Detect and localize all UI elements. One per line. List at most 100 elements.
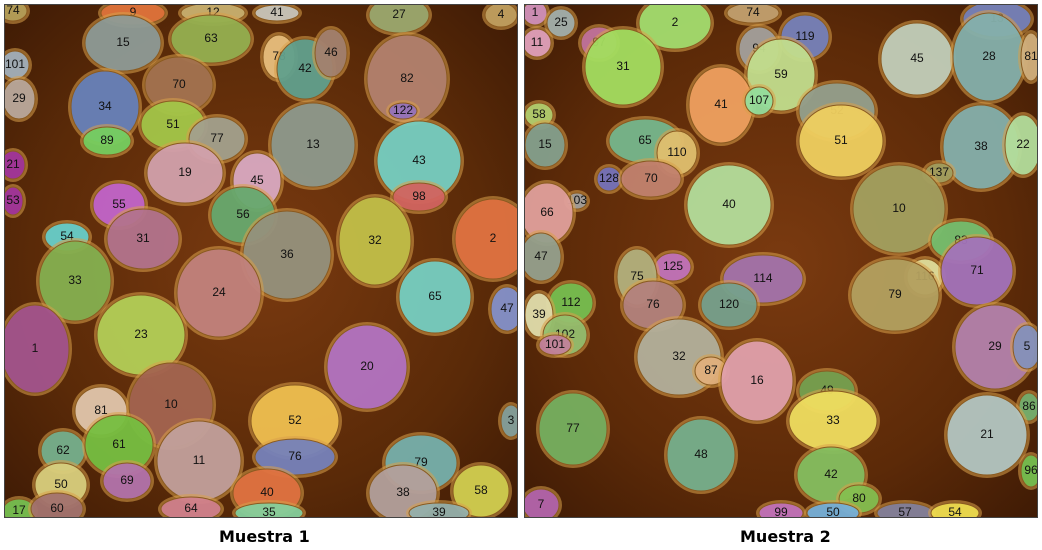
cell-label-2: 2 [672, 15, 679, 29]
segmented-cell-31 [106, 208, 180, 270]
cell-label-32: 32 [368, 233, 382, 247]
cell-label-58: 58 [474, 483, 488, 497]
sample-1-image: 7491241274156378424682101293470122895177… [4, 4, 518, 518]
segmented-cell-16 [720, 340, 794, 422]
cell-label-31: 31 [136, 231, 150, 245]
segmented-cell-40 [686, 164, 772, 246]
cell-label-34: 34 [98, 99, 112, 113]
cell-label-64: 64 [184, 501, 198, 515]
cell-label-75: 75 [630, 269, 644, 283]
cell-label-51: 51 [834, 133, 848, 147]
cell-label-87: 87 [704, 363, 718, 377]
segmented-cell-69 [102, 462, 152, 500]
segmented-cell-25 [546, 8, 576, 38]
segmented-cell-20 [326, 324, 408, 410]
segmented-cell-5 [1012, 324, 1037, 370]
cell-label-33: 33 [826, 413, 840, 427]
cell-label-36: 36 [280, 247, 294, 261]
cell-label-81: 81 [1024, 49, 1037, 63]
cell-label-20: 20 [360, 359, 374, 373]
cell-label-1: 1 [32, 341, 39, 355]
cell-label-21: 21 [6, 157, 20, 171]
segmented-cell-39 [408, 502, 470, 517]
segmented-cell-70 [620, 160, 682, 198]
segmented-cell-63 [170, 14, 252, 64]
cell-label-1: 1 [532, 5, 539, 19]
cell-label-42: 42 [298, 61, 312, 75]
cell-label-2: 2 [490, 231, 497, 245]
segmented-cell-21 [946, 394, 1028, 476]
segmented-cell-50 [806, 502, 860, 517]
segmented-cell-41 [254, 5, 300, 22]
cell-label-76: 76 [646, 297, 660, 311]
cell-label-38: 38 [974, 139, 988, 153]
cell-label-46: 46 [324, 45, 338, 59]
segmented-cell-53 [5, 186, 24, 216]
cell-label-13: 13 [306, 137, 320, 151]
segmented-cell-2 [454, 198, 517, 280]
segmented-cell-76 [254, 438, 336, 476]
cell-label-59: 59 [774, 67, 788, 81]
cell-label-112: 112 [561, 295, 580, 309]
segmented-cell-54 [930, 502, 980, 517]
cell-label-125: 125 [663, 259, 683, 273]
segmented-cell-46 [314, 28, 348, 78]
cell-label-81: 81 [94, 403, 108, 417]
segmented-cell-71 [940, 236, 1014, 306]
cell-label-35: 35 [262, 505, 276, 517]
cell-label-42: 42 [824, 467, 838, 481]
cell-label-62: 62 [56, 443, 70, 457]
segmented-cell-79 [850, 258, 940, 332]
cell-label-56: 56 [236, 207, 250, 221]
segmented-cell-81 [1020, 32, 1037, 82]
segmented-cell-24 [176, 248, 262, 338]
cell-label-38: 38 [396, 485, 410, 499]
sample-1-svg: 7491241274156378424682101293470122895177… [5, 5, 517, 517]
segmented-cell-15 [525, 122, 566, 168]
cell-label-41: 41 [270, 5, 284, 19]
cell-label-31: 31 [616, 59, 630, 73]
segmented-cell-74 [726, 5, 780, 24]
cell-label-89: 89 [100, 133, 114, 147]
cell-label-11: 11 [193, 453, 206, 467]
cell-label-110: 110 [667, 145, 686, 159]
segmented-cell-48 [666, 418, 736, 492]
cell-label-99: 99 [774, 505, 788, 517]
cell-label-114: 114 [753, 271, 772, 285]
cell-label-24: 24 [212, 285, 226, 299]
cell-label-19: 19 [178, 165, 192, 179]
cell-label-50: 50 [826, 505, 840, 517]
cell-label-66: 66 [540, 205, 554, 219]
cell-label-25: 25 [554, 15, 568, 29]
segmented-cell-2 [638, 5, 712, 50]
segmented-cell-47 [525, 232, 562, 282]
segmented-cell-58 [452, 464, 510, 517]
cell-label-63: 63 [204, 31, 218, 45]
cell-label-119: 119 [795, 29, 814, 43]
segmented-cell-65 [398, 260, 472, 334]
segmented-cell-10 [852, 164, 946, 254]
cell-label-96: 96 [1024, 463, 1037, 477]
cell-label-98: 98 [412, 189, 426, 203]
cell-label-15: 15 [116, 35, 130, 49]
segmented-cell-1 [5, 304, 70, 394]
cell-label-28: 28 [982, 49, 996, 63]
cell-label-22: 22 [1016, 137, 1030, 151]
cell-label-101: 101 [545, 337, 565, 351]
cell-label-70: 70 [644, 171, 658, 185]
cell-label-45: 45 [910, 51, 924, 65]
segmented-cell-29 [5, 78, 36, 120]
cell-label-107: 107 [749, 93, 769, 107]
cell-label-33: 33 [68, 273, 82, 287]
cell-label-27: 27 [392, 7, 406, 21]
cell-label-11: 11 [531, 35, 544, 49]
cell-label-40: 40 [260, 485, 274, 499]
segmented-cell-7 [525, 488, 560, 517]
cell-label-40: 40 [722, 197, 736, 211]
segmented-cell-96 [1020, 454, 1037, 488]
cell-label-70: 70 [172, 77, 186, 91]
cell-label-82: 82 [400, 71, 414, 85]
segmented-cell-101 [538, 334, 572, 356]
cell-label-51: 51 [166, 117, 180, 131]
segmented-cell-120 [700, 282, 758, 328]
